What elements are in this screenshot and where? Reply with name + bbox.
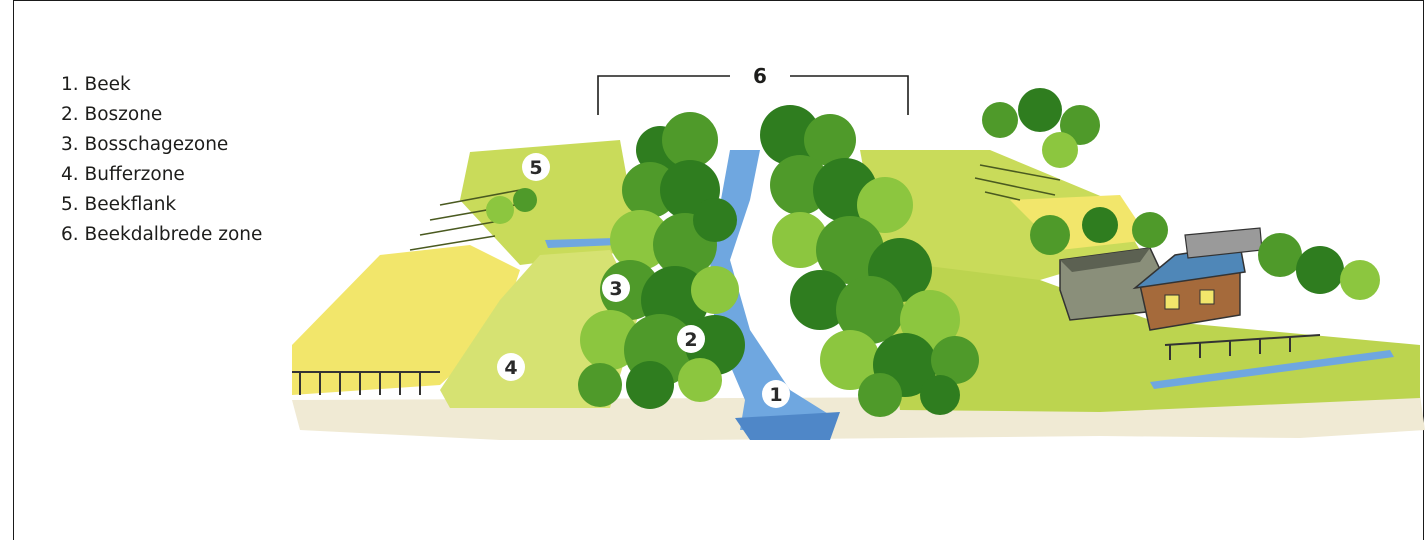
legend-item-boszone: 2. Boszone bbox=[61, 104, 163, 125]
marker-1-label: 1 bbox=[769, 384, 782, 406]
legend-item-bosschagezone: 3. Bosschagezone bbox=[61, 134, 229, 155]
far-trees bbox=[486, 88, 1380, 300]
legend-item-beek: 1. Beek bbox=[61, 74, 131, 95]
marker-1: 1 bbox=[762, 380, 790, 408]
marker-5: 5 bbox=[522, 153, 550, 181]
left-pond bbox=[545, 238, 618, 248]
marker-5-label: 5 bbox=[529, 157, 542, 179]
right-field-near bbox=[880, 260, 1420, 412]
zone-6-bracket bbox=[597, 75, 909, 115]
legend-item-beekdalbrede-zone: 6. Beekdalbrede zone bbox=[61, 224, 263, 245]
zone-legend: 1. Beek 2. Boszone 3. Bosschagezone 4. B… bbox=[61, 70, 262, 250]
marker-2: 2 bbox=[677, 325, 705, 353]
figure-frame bbox=[13, 0, 1424, 540]
stream-valley-illustration: 6 1 2 3 4 5 bbox=[292, 64, 1425, 440]
left-tree-belt bbox=[578, 112, 745, 409]
marker-4: 4 bbox=[497, 353, 525, 381]
farm-house bbox=[1132, 244, 1246, 331]
right-fence bbox=[1164, 334, 1321, 360]
stream-bed bbox=[735, 412, 840, 440]
zone-6-label: 6 bbox=[753, 64, 767, 88]
right-field-yellow bbox=[1010, 195, 1150, 250]
left-fence bbox=[292, 371, 440, 395]
marker-3: 3 bbox=[602, 274, 630, 302]
farm-shed bbox=[1184, 227, 1263, 259]
left-field-far bbox=[460, 140, 640, 265]
legend-item-bufferzone: 4. Bufferzone bbox=[61, 164, 185, 185]
marker-2-label: 2 bbox=[684, 329, 697, 351]
marker-3-label: 3 bbox=[609, 278, 622, 300]
right-ditch bbox=[1150, 350, 1394, 389]
marker-4-label: 4 bbox=[504, 357, 517, 379]
right-bank-stripes bbox=[974, 164, 1061, 201]
right-tree-belt bbox=[760, 105, 979, 417]
legend-item-beekflank: 5. Beekflank bbox=[61, 194, 177, 215]
